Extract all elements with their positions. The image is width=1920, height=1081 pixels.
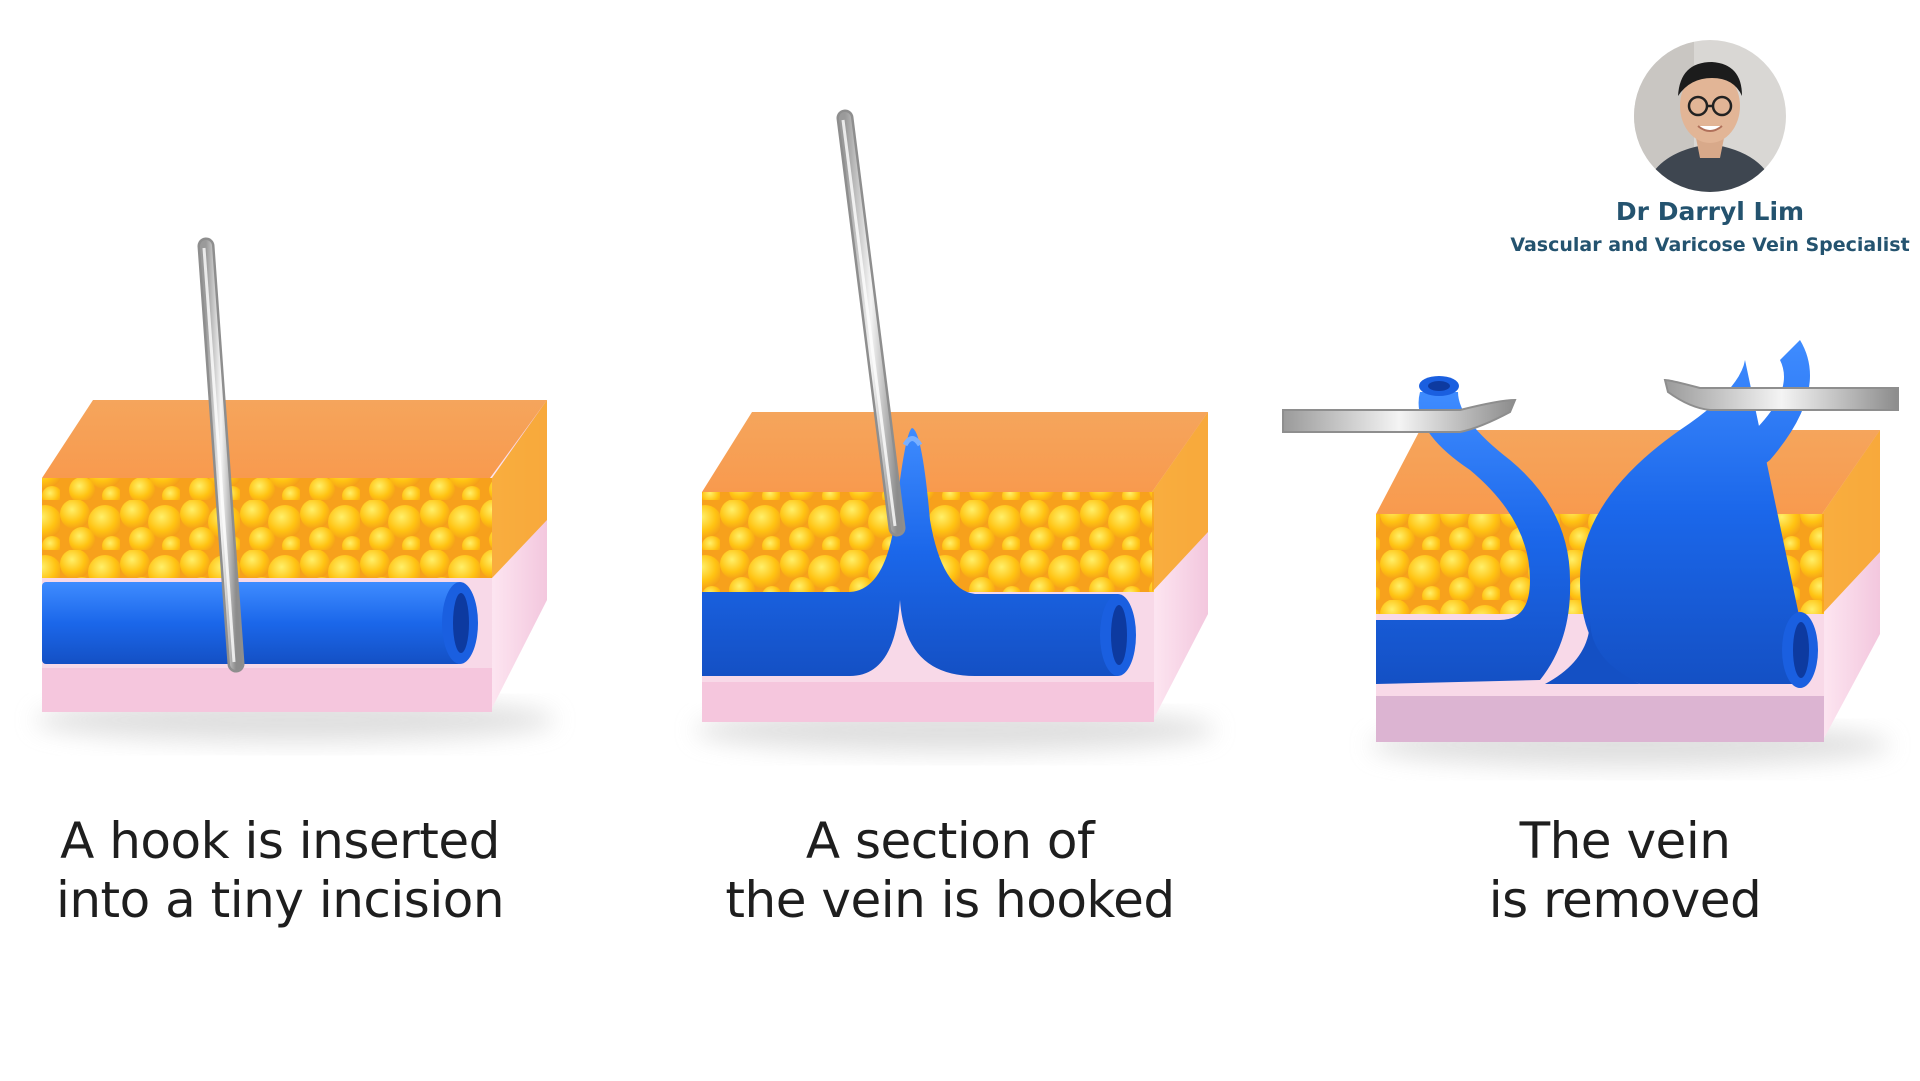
hook-tool xyxy=(836,109,906,537)
vein xyxy=(1376,340,1818,688)
caption-line: The vein xyxy=(1519,812,1731,870)
panel-3-skin-block xyxy=(1282,340,1899,767)
forceps-tool xyxy=(1282,378,1899,433)
doctor-name: Dr Darryl Lim xyxy=(1615,197,1805,226)
caption-line: is removed xyxy=(1488,871,1762,929)
vein xyxy=(42,582,478,664)
caption-line: A hook is inserted xyxy=(60,812,500,870)
step-2-caption: A section of the vein is hooked xyxy=(670,812,1230,930)
caption-line: into a tiny incision xyxy=(55,871,505,929)
step-3-caption: The vein is removed xyxy=(1345,812,1905,930)
doctor-title: Vascular and Varicose Vein Specialist xyxy=(1510,234,1910,256)
caption-line: the vein is hooked xyxy=(725,871,1175,929)
panel-2-skin-block xyxy=(695,109,1215,752)
caption-line: A section of xyxy=(805,812,1095,870)
doctor-badge: Dr Darryl Lim Vascular and Varicose Vein… xyxy=(1500,40,1920,256)
vein xyxy=(702,428,1136,676)
doctor-photo xyxy=(1634,40,1786,192)
panel-1-skin-block xyxy=(35,237,555,742)
hook-tool xyxy=(197,237,245,673)
step-1-caption: A hook is inserted into a tiny incision xyxy=(0,812,560,930)
